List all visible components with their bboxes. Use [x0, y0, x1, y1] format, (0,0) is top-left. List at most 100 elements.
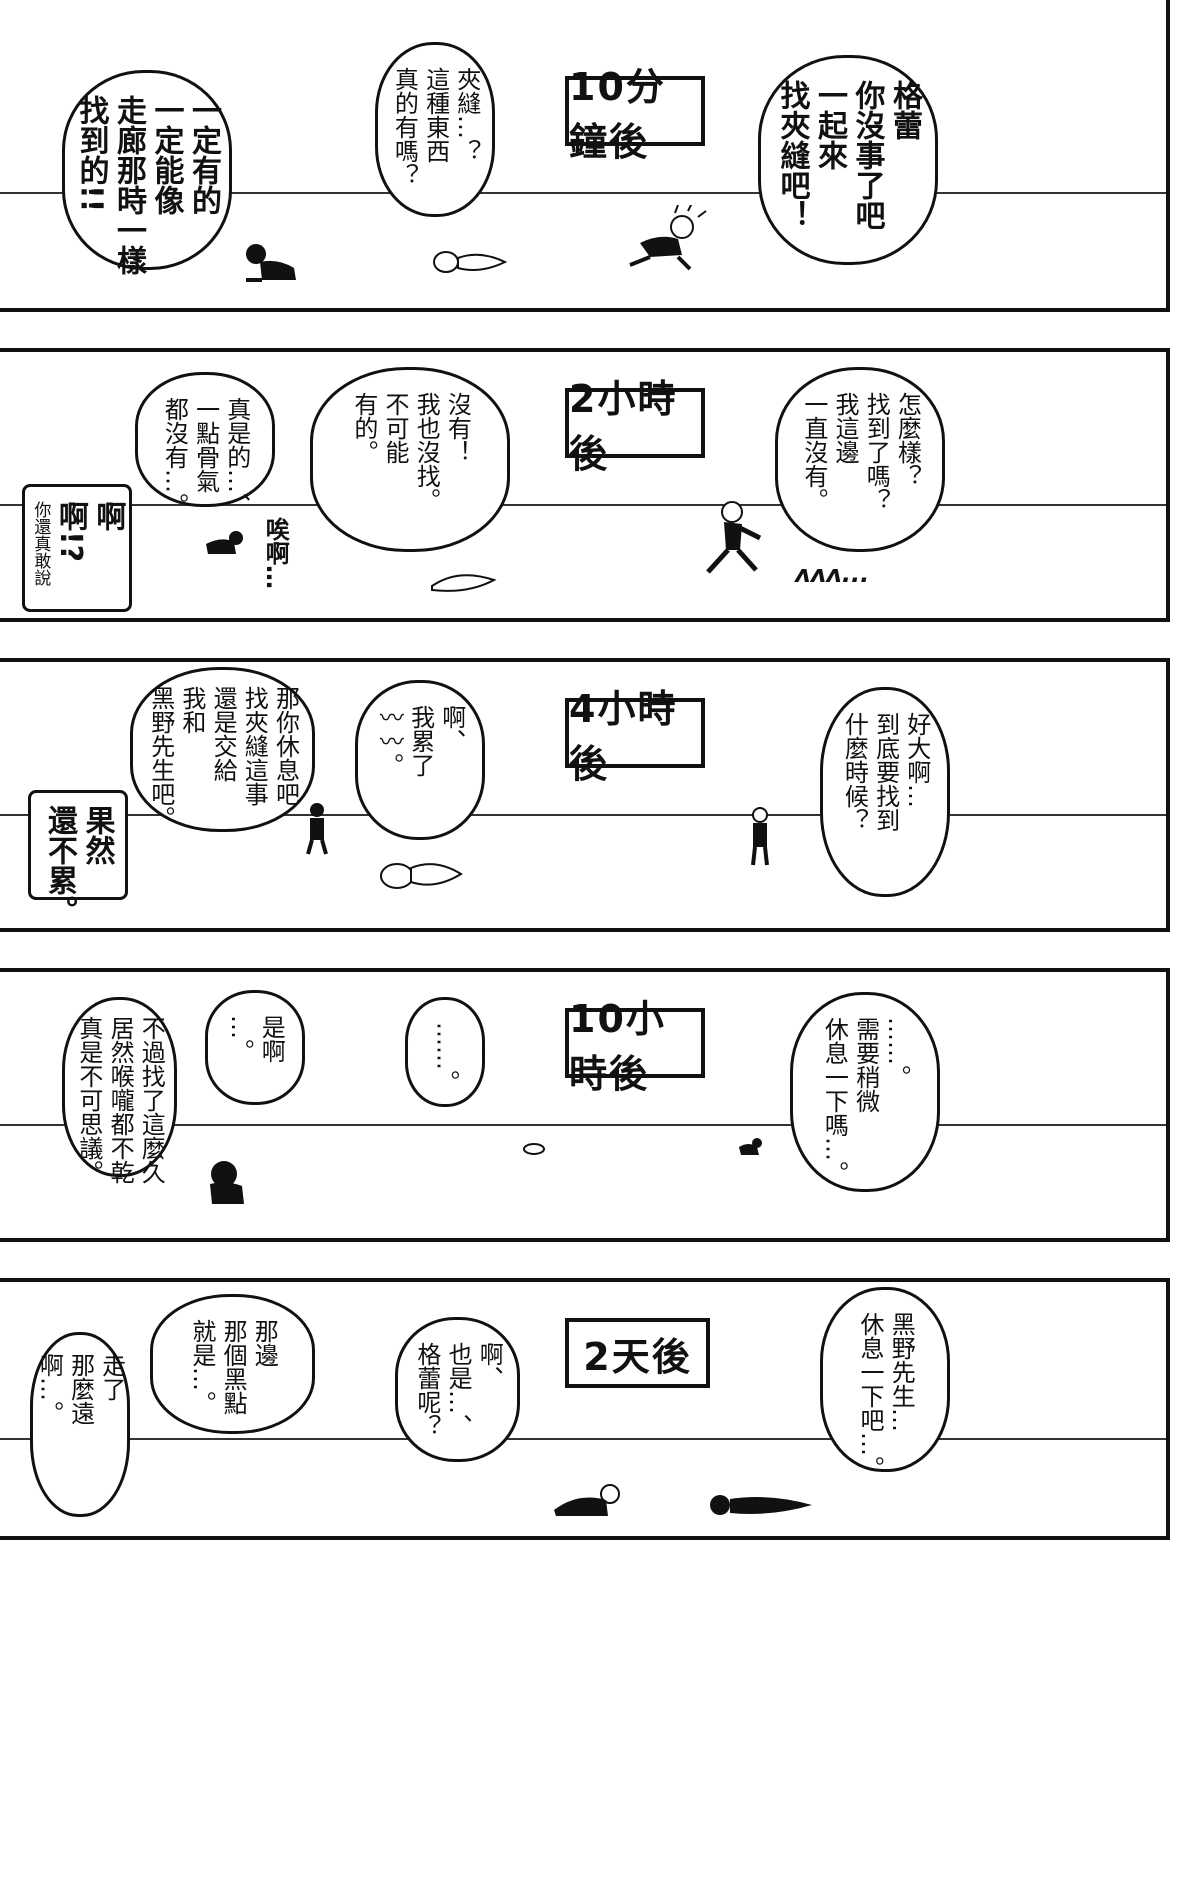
bubble-line: 真的有嗎？ [390, 67, 419, 187]
bubble-line: 格蕾呢？ [412, 1342, 441, 1438]
speech-bubble: ……。 [405, 997, 485, 1107]
panel-5: 2天後 黑野先生… 休息一下吧…。 啊、 也是…、 格蕾呢？ 那邊 那個黑點 就… [0, 1278, 1170, 1540]
crawling-character-figure [554, 1484, 620, 1516]
bubble-line: 都沒有…。 [160, 397, 189, 517]
panel-2: 2小時後 怎麼樣？ 找到了嗎？ 我這邊 一直沒有。 沒有！ 我也沒找。 不可能 … [0, 348, 1170, 622]
bubble-line: 我也沒找。 [412, 392, 441, 512]
floor-line [0, 1124, 1166, 1126]
bubble-line: 找到了嗎？ [862, 392, 891, 512]
bubble-line: 也是…、 [444, 1342, 473, 1438]
time-caption: 10小時後 [565, 997, 705, 1096]
shout-line: 果然 [79, 805, 115, 865]
bubble-line: 不可能 [381, 392, 409, 464]
speech-bubble: 好大啊… 到底要找到 什麼時候？ [820, 687, 950, 897]
bubble-line: 怎麼樣？ [893, 392, 922, 488]
time-caption: 2小時後 [565, 377, 705, 476]
bubble-line: 那麼遠 [66, 1353, 95, 1425]
bubble-line: 走了 [97, 1353, 126, 1401]
sfx-running: ᴧᴧᴧ... [795, 560, 870, 588]
speech-bubble: 怎麼樣？ 找到了嗎？ 我這邊 一直沒有。 [775, 367, 945, 552]
bubble-line: 我這邊 [831, 392, 859, 464]
speech-bubble: 沒有！ 我也沒找。 不可能 有的。 [310, 367, 510, 552]
bubble-line: 我累了 [406, 705, 435, 777]
bubble-line: 一點骨氣 [191, 397, 220, 493]
lying-character-figure [710, 1495, 812, 1515]
speech-bubble: 啊、 我累了 〰〰。 [355, 680, 485, 840]
speech-bubble: 不過找了這麼久 居然喉嚨都不乾 真是不可思議。 [62, 997, 177, 1184]
bubble-line: 一直沒有。 [799, 392, 828, 512]
time-caption: 2天後 [565, 1318, 710, 1388]
floor-line [0, 1438, 1166, 1440]
crouching-character-figure [210, 1161, 244, 1204]
bubble-line: …。 [226, 1015, 254, 1063]
running-character-figure [706, 501, 762, 574]
shout-burst: 啊 啊!? 你還真敢說 [22, 484, 132, 612]
bubble-line: 啊…。 [35, 1353, 64, 1425]
speech-bubble: ……。 需要稍微 休息一下嗎…。 [790, 992, 940, 1192]
shout-line: 啊!? [52, 501, 88, 563]
shout-aside: 你還真敢說 [30, 501, 51, 586]
bubble-line: 是啊 [257, 1015, 286, 1063]
lying-character-figure [523, 1143, 545, 1155]
time-caption: 4小時後 [565, 687, 705, 786]
speech-bubble: 一定有的 一定能像 走廊那時一樣 找到的!! [62, 70, 232, 275]
panel-1: 10分鐘後 格蕾 你沒事了吧 一起來 找夾縫吧！ 夾縫…？ 這種東西 真的有嗎？… [0, 0, 1170, 312]
lying-character-figure [380, 863, 463, 889]
speech-bubble: 那你休息吧 找夾縫這事 還是交給 我和 黑野先生吧。 [130, 667, 315, 832]
speech-bubble: 真是的…、 一點骨氣 都沒有…。 [135, 372, 275, 517]
bubble-line: 有的。 [349, 392, 378, 464]
speech-bubble: 夾縫…？ 這種東西 真的有嗎？ [375, 42, 495, 217]
floor-line [0, 814, 1166, 816]
bubble-line: 你沒事了吧 [849, 80, 885, 230]
bubble-line: 找到的!! [73, 95, 109, 213]
bubble-line: 居然喉嚨都不乾 [106, 1016, 135, 1184]
bubble-line: 走廊那時一樣 [111, 95, 146, 275]
bubble-line: ……。 [431, 1022, 460, 1094]
speech-bubble: 是啊 …。 [205, 990, 305, 1105]
bubble-line: 好大啊… [902, 712, 931, 808]
bubble-line: 不過找了這麼久 [137, 1016, 166, 1184]
speech-bubble: 格蕾 你沒事了吧 一起來 找夾縫吧！ [758, 55, 938, 265]
bubble-line: 啊、 [437, 705, 466, 753]
bubble-line: 找夾縫吧！ [774, 80, 810, 230]
bubble-line: 這種東西 [421, 67, 450, 163]
time-caption: 10分鐘後 [565, 65, 705, 164]
bubble-line: 到底要找到 [871, 712, 900, 832]
bubble-line: 格蕾 [887, 80, 922, 140]
bubble-line: 真是不可思議。 [74, 1016, 103, 1184]
bubble-line: 啊、 [475, 1342, 504, 1390]
crawling-character-figure [739, 1138, 762, 1155]
panel-3: 4小時後 好大啊… 到底要找到 什麼時候？ 啊、 我累了 〰〰。 那你休息吧 找… [0, 658, 1170, 932]
bubble-line: 黑野先生… [887, 1312, 916, 1432]
sfx-sigh: 唉啊… [261, 517, 290, 589]
bubble-line: 那邊 [250, 1319, 279, 1367]
bubble-line: 還是交給 [209, 686, 238, 782]
crawling-character-figure [629, 205, 707, 271]
bubble-line: 什麼時候？ [840, 712, 869, 832]
speech-bubble: 黑野先生… 休息一下吧…。 [820, 1287, 950, 1480]
shout-line: 還不累。 [42, 805, 77, 925]
bubble-line: 找夾縫這事 [240, 686, 269, 806]
bubble-line: 真是的…、 [222, 397, 251, 517]
bubble-line: 一定能像 [148, 95, 184, 215]
bubble-line: 一定有的 [186, 95, 221, 215]
bubble-line: 我和 [177, 686, 206, 734]
standing-character-figure [306, 803, 328, 855]
speech-bubble: 走了 那麼遠 啊…。 [30, 1332, 130, 1517]
speech-bubble: 那邊 那個黑點 就是…。 [150, 1294, 315, 1434]
bubble-line: 休息一下嗎…。 [820, 1017, 849, 1185]
lying-character-figure [433, 251, 508, 273]
crawling-character-figure [246, 244, 296, 282]
bubble-line: 一起來 [812, 80, 847, 170]
bubble-line: 夾縫…？ [452, 67, 481, 163]
bubble-line: 黑野先生吧。 [146, 686, 175, 830]
floor-line [0, 192, 1166, 194]
bubble-line: 沒有！ [443, 392, 472, 464]
crawling-character-figure [206, 531, 243, 554]
bubble-line: 那個黑點 [219, 1319, 248, 1415]
bubble-line: 就是…。 [187, 1319, 216, 1415]
shout-line: 啊 [90, 501, 126, 531]
bubble-line: 需要稍微 [851, 1017, 880, 1113]
bubble-line: 那你休息吧 [271, 686, 300, 806]
floor-line [0, 504, 1166, 506]
